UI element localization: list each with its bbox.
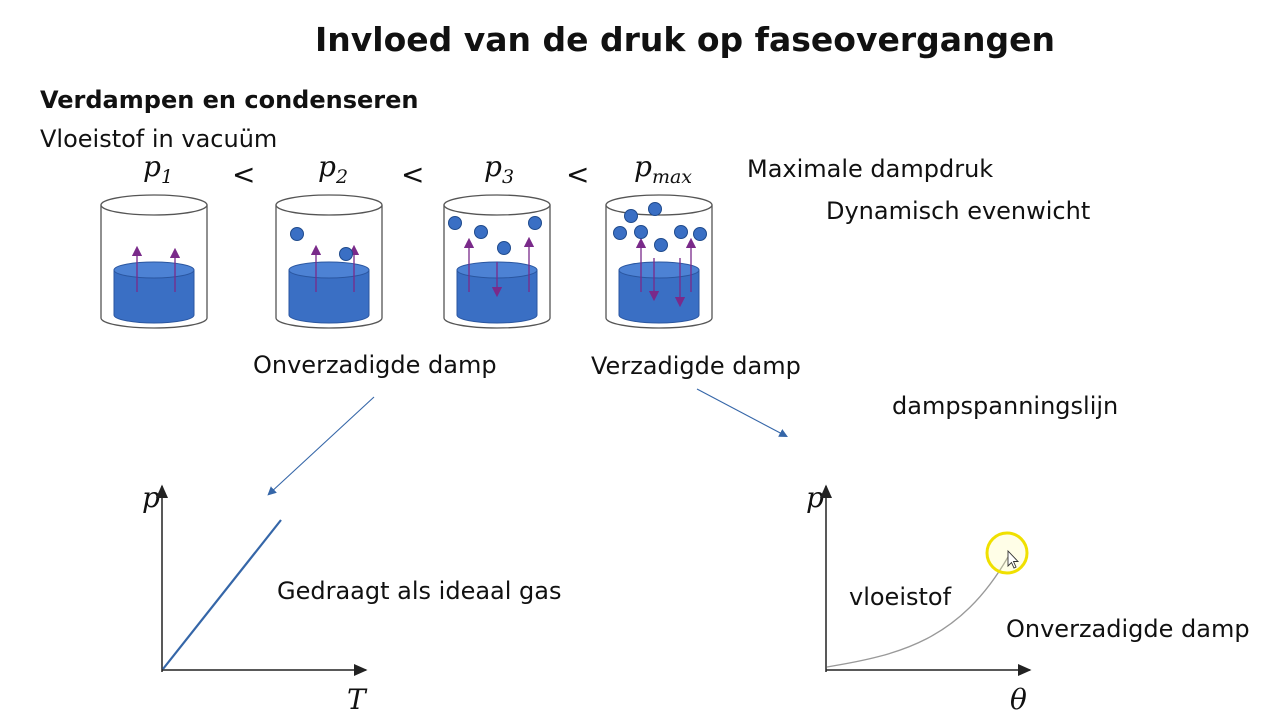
less-than-sign-2: <: [401, 158, 425, 191]
section-heading: Verdampen en condenseren: [40, 86, 419, 114]
cursor-highlight: [985, 531, 1029, 575]
cursor-pointer-icon: [1007, 549, 1020, 569]
ideal-gas-annotation: Gedraagt als ideaal gas: [277, 577, 562, 605]
container-p2: [275, 194, 383, 329]
left-graph-y-axis-label: p: [142, 481, 160, 514]
arrow-to-ideal-gas-graph: [267, 396, 375, 496]
vapor-pressure-graph: [820, 484, 1032, 676]
vapor-pressure-curve: [826, 556, 1009, 668]
pressure-label-p2: p2: [318, 150, 349, 188]
right-graph-x-axis-label: θ: [1010, 683, 1027, 716]
slide-title: Invloed van de druk op faseovergangen: [315, 20, 1055, 59]
arrow-to-vapor-pressure-graph: [696, 388, 788, 438]
pressure-label-p3: p3: [484, 150, 515, 188]
container-p1: [100, 194, 208, 329]
container-p3: [443, 194, 551, 329]
container-pmax: [605, 194, 713, 329]
pressure-label-pmax: pmax: [634, 150, 692, 188]
dynamic-equilibrium-label: Dynamisch evenwicht: [826, 197, 1091, 225]
liquid-region-label: vloeistof: [849, 583, 952, 611]
max-vapor-pressure-label: Maximale dampdruk: [747, 155, 994, 183]
less-than-sign-3: <: [566, 158, 590, 191]
section-subtitle: Vloeistof in vacuüm: [40, 125, 278, 153]
saturated-vapor-label: Verzadigde damp: [591, 352, 801, 380]
ideal-gas-graph: [156, 484, 368, 676]
unsaturated-vapor-region-label: Onverzadigde damp: [1006, 615, 1250, 643]
pressure-label-p1: p1: [143, 150, 174, 188]
vapor-pressure-line-label: dampspanningslijn: [892, 392, 1119, 420]
less-than-sign-1: <: [232, 158, 256, 191]
right-graph-y-axis-label: p: [806, 481, 824, 514]
unsaturated-vapor-label: Onverzadigde damp: [253, 351, 497, 379]
ideal-gas-line: [162, 519, 282, 670]
left-graph-x-axis-label: T: [347, 683, 366, 716]
